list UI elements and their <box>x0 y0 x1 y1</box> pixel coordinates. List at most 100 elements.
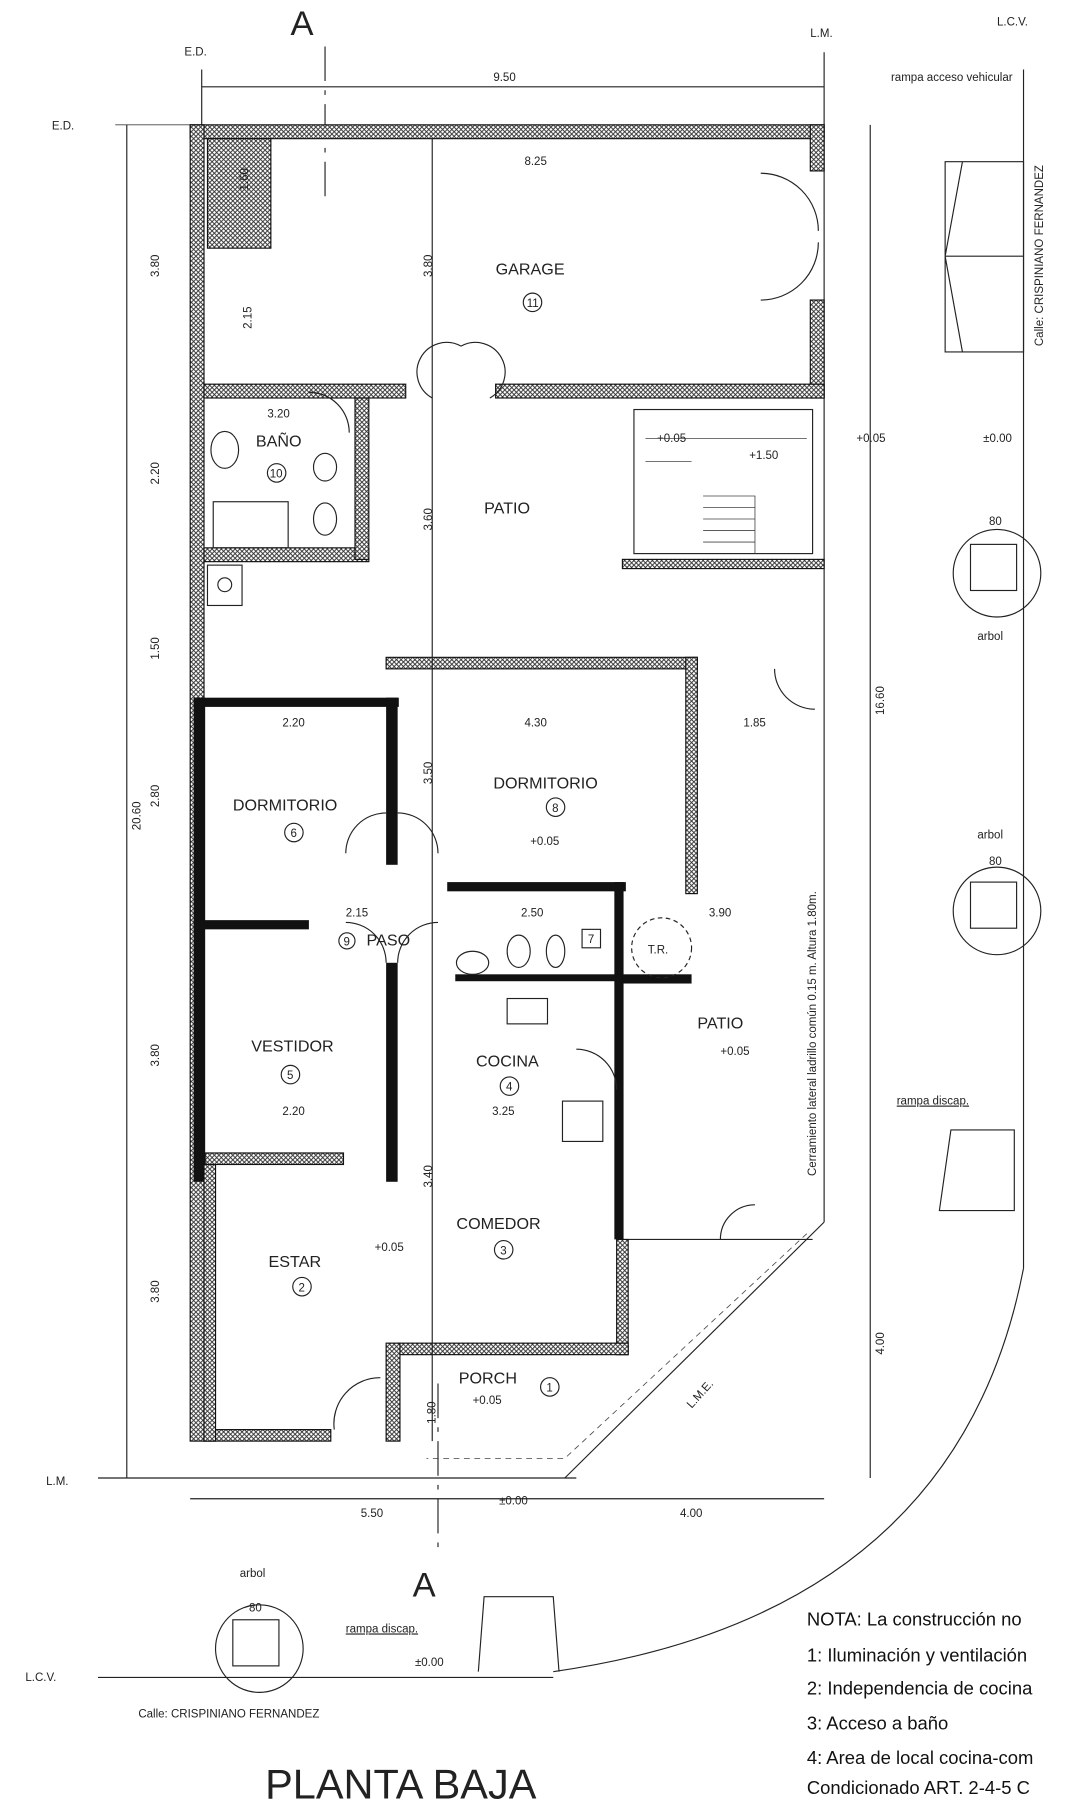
room-cocina: COCINA <box>476 1053 539 1071</box>
svg-text:80: 80 <box>989 856 1002 868</box>
svg-text:2.50: 2.50 <box>521 908 543 920</box>
svg-text:2.20: 2.20 <box>282 1106 304 1118</box>
svg-text:+0.05: +0.05 <box>530 836 559 848</box>
room-comedor: COMEDOR <box>456 1215 540 1233</box>
svg-text:Calle: CRISPINIANO FERNANDEZ: Calle: CRISPINIANO FERNANDEZ <box>138 1709 319 1721</box>
svg-text:4: 4 <box>506 1082 513 1094</box>
plan-title: PLANTA BAJA <box>265 1760 537 1807</box>
svg-text:1: 1 <box>546 1383 552 1395</box>
notes: NOTA: La construcción no 1: Iluminación … <box>807 1609 1033 1798</box>
ed-left-label: E.D. <box>52 120 74 132</box>
svg-text:3.60: 3.60 <box>423 508 435 530</box>
room-labels: GARAGE 11 BAÑO 10 PATIO DORMITORIO 8 DOR… <box>233 261 743 1397</box>
room-paso: PASO <box>367 931 411 949</box>
svg-text:arbol: arbol <box>977 829 1003 841</box>
svg-text:rampa acceso vehicular: rampa acceso vehicular <box>891 72 1013 84</box>
svg-text:arbol: arbol <box>977 631 1003 643</box>
annotations: rampa acceso vehicular rampa discap. ram… <box>138 72 1046 1721</box>
svg-text:3.40: 3.40 <box>423 1165 435 1187</box>
svg-text:2.15: 2.15 <box>242 306 254 328</box>
lcv-top-label: L.C.V. <box>997 17 1028 29</box>
svg-text:2.20: 2.20 <box>282 717 304 729</box>
svg-text:4.30: 4.30 <box>524 717 546 729</box>
svg-text:1.80: 1.80 <box>427 1401 439 1423</box>
svg-text:8: 8 <box>552 803 558 815</box>
room-porch: PORCH <box>459 1369 517 1387</box>
svg-text:1.60: 1.60 <box>239 168 251 190</box>
svg-text:+1.50: +1.50 <box>749 450 778 462</box>
svg-text:2: 2 <box>299 1282 305 1294</box>
level-marks: +0.05 +0.05 +0.05 +0.05 ±0.00 +0.05 ±0.0… <box>375 433 1012 1669</box>
fixtures <box>206 161 1025 1672</box>
svg-text:2: Independencia de cocina: 2: Independencia de cocina <box>807 1678 1033 1699</box>
svg-text:6: 6 <box>290 828 296 840</box>
svg-text:80: 80 <box>989 516 1002 528</box>
svg-text:8.25: 8.25 <box>524 156 546 168</box>
svg-text:4.00: 4.00 <box>875 1332 887 1354</box>
svg-text:3.25: 3.25 <box>492 1106 514 1118</box>
svg-text:+0.05: +0.05 <box>375 1242 404 1254</box>
svg-text:±0.00: ±0.00 <box>499 1496 528 1508</box>
svg-text:3.50: 3.50 <box>423 762 435 784</box>
svg-text:+0.05: +0.05 <box>856 433 885 445</box>
room-bano: BAÑO <box>256 430 302 450</box>
svg-text:1.50: 1.50 <box>150 637 162 659</box>
lme-label: L.M.E. <box>685 1378 716 1411</box>
svg-text:3.90: 3.90 <box>709 908 731 920</box>
svg-text:Condicionado ART. 2-4-5 C: Condicionado ART. 2-4-5 C <box>807 1777 1030 1798</box>
svg-text:5: 5 <box>287 1070 293 1082</box>
svg-text:3: 3 <box>500 1245 506 1257</box>
lm-left-label: L.M. <box>46 1476 68 1488</box>
svg-text:3.20: 3.20 <box>267 409 289 421</box>
dimension-labels: 9.50 8.25 20.60 16.60 4.00 5.50 4.00 2.2… <box>132 72 887 1520</box>
svg-text:Calle: CRISPINIANO FERNANDEZ: Calle: CRISPINIANO FERNANDEZ <box>1034 165 1046 346</box>
svg-text:3: Acceso a baño: 3: Acceso a baño <box>807 1712 948 1733</box>
svg-text:4.00: 4.00 <box>680 1508 702 1520</box>
svg-text:9.50: 9.50 <box>493 72 515 84</box>
svg-text:NOTA: La construcción no: NOTA: La construcción no <box>807 1609 1022 1630</box>
walls <box>189 124 825 1442</box>
ed-top-label: E.D. <box>184 47 206 59</box>
section-mark-bottom: A <box>413 1567 436 1605</box>
room-tr: T.R. <box>648 945 668 957</box>
svg-text:Cerramiento lateral ladrillo c: Cerramiento lateral ladrillo común 0.15 … <box>807 891 819 1176</box>
svg-text:±0.00: ±0.00 <box>415 1657 444 1669</box>
svg-text:16.60: 16.60 <box>875 686 887 715</box>
room-patio-1: PATIO <box>484 499 530 517</box>
svg-text:2.15: 2.15 <box>346 908 368 920</box>
svg-text:rampa discap.: rampa discap. <box>346 1623 418 1635</box>
lm-top-label: L.M. <box>810 28 832 40</box>
svg-text:3.80: 3.80 <box>150 255 162 277</box>
svg-text:4: Area de local cocina-com: 4: Area de local cocina-com <box>807 1747 1033 1768</box>
svg-text:3.80: 3.80 <box>150 1044 162 1066</box>
svg-text:80: 80 <box>249 1603 262 1615</box>
svg-text:5.50: 5.50 <box>361 1508 383 1520</box>
svg-text:10: 10 <box>270 469 283 481</box>
reference-lines <box>97 46 1025 1678</box>
room-dormitorio-8: DORMITORIO <box>493 775 598 793</box>
room-garage: GARAGE <box>496 261 565 279</box>
svg-text:2.80: 2.80 <box>150 785 162 807</box>
svg-text:9: 9 <box>343 936 349 948</box>
room-vestidor: VESTIDOR <box>251 1038 333 1056</box>
svg-text:20.60: 20.60 <box>132 801 144 830</box>
room-dormitorio-6: DORMITORIO <box>233 797 338 815</box>
svg-text:1: Iluminación y ventilación: 1: Iluminación y ventilación <box>807 1644 1027 1665</box>
svg-text:7: 7 <box>588 934 594 946</box>
svg-text:3.80: 3.80 <box>150 1280 162 1302</box>
svg-text:+0.05: +0.05 <box>720 1046 749 1058</box>
svg-text:2.20: 2.20 <box>150 462 162 484</box>
svg-text:±0.00: ±0.00 <box>983 433 1012 445</box>
room-estar: ESTAR <box>269 1253 322 1271</box>
svg-text:rampa discap.: rampa discap. <box>897 1096 969 1108</box>
svg-text:arbol: arbol <box>240 1568 266 1580</box>
svg-text:1.85: 1.85 <box>743 717 765 729</box>
lcv-bottom-label: L.C.V. <box>25 1672 56 1684</box>
svg-text:+0.05: +0.05 <box>657 433 686 445</box>
tree-icons <box>214 528 1042 1693</box>
svg-text:3.80: 3.80 <box>423 255 435 277</box>
section-mark-top: A <box>290 5 313 43</box>
room-patio-2: PATIO <box>697 1014 743 1032</box>
svg-text:11: 11 <box>527 298 539 310</box>
